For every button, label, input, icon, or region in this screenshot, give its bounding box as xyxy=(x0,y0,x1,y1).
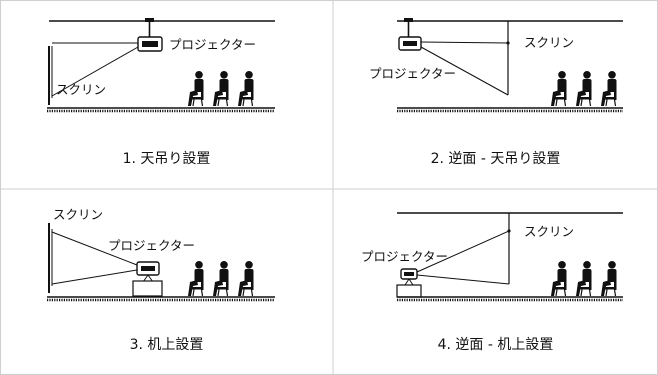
projection-beam xyxy=(51,231,138,285)
projector-icon xyxy=(398,36,422,51)
screen-icon xyxy=(507,213,511,284)
projection-beam xyxy=(416,230,510,285)
diagram-rear-table-mount: スクリン プロジェクター xyxy=(361,212,623,302)
projector-label: プロジェクター xyxy=(108,238,195,253)
table-icon xyxy=(396,284,422,298)
audience-seats xyxy=(551,71,617,107)
mount-bracket xyxy=(404,18,413,37)
diagram-ceiling-mount: プロジェクター スクリン xyxy=(47,18,275,113)
projector-icon xyxy=(137,36,163,52)
projector-icon xyxy=(400,268,418,286)
screen-icon xyxy=(506,21,510,95)
floor-line xyxy=(47,296,275,302)
panel-table-mount: スクリン プロジェクター 3. 机上設置 xyxy=(0,189,333,375)
screen-label: スクリン xyxy=(56,82,106,97)
projection-beam xyxy=(420,41,509,96)
floor-line xyxy=(47,107,275,113)
screen-label: スクリン xyxy=(524,224,574,239)
screen-icon xyxy=(48,46,53,105)
audience-seats xyxy=(188,261,254,297)
audience-seats xyxy=(551,261,617,297)
panel-caption: 1. 天吊り設置 xyxy=(122,151,211,167)
projection-beam xyxy=(51,42,139,97)
diagram-table-mount: スクリン プロジェクター xyxy=(47,207,275,302)
panel-caption: 3. 机上設置 xyxy=(129,337,204,353)
projector-label: プロジェクター xyxy=(169,37,256,52)
projector-label: プロジェクター xyxy=(361,249,448,264)
diagram-rear-ceiling-mount: スクリン プロジェクター xyxy=(369,18,623,113)
floor-line xyxy=(397,107,623,113)
floor-line xyxy=(397,296,623,302)
panel-caption: 2. 逆面 - 天吊り設置 xyxy=(430,151,561,167)
screen-label: スクリン xyxy=(53,207,103,222)
table-icon xyxy=(132,280,163,297)
mount-bracket xyxy=(145,18,154,37)
panel-caption: 4. 逆面 - 机上設置 xyxy=(437,337,554,353)
screen-icon xyxy=(48,223,53,293)
audience-seats xyxy=(188,71,254,107)
panel-ceiling-mount: プロジェクター スクリン 1. 天吊り設置 xyxy=(0,0,333,189)
screen-label: スクリン xyxy=(524,35,574,50)
projector-label: プロジェクター xyxy=(369,66,456,81)
projector-icon xyxy=(136,261,160,283)
panel-rear-table-mount: スクリン プロジェクター 4. 逆面 - 机上設置 xyxy=(333,189,658,375)
panel-rear-ceiling-mount: スクリン プロジェクター 2. 逆面 - 天吊り設置 xyxy=(333,0,658,189)
